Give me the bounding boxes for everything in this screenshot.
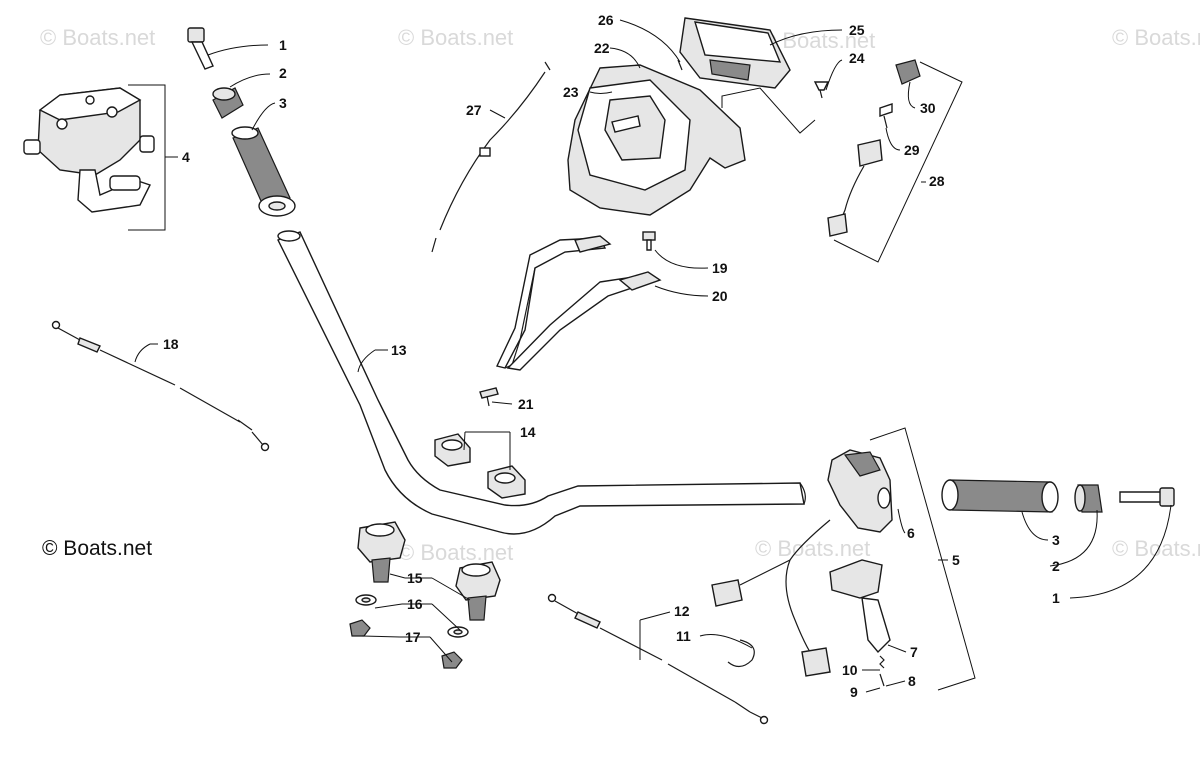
callout-20: 20 <box>712 288 728 304</box>
riser-washer <box>355 594 469 638</box>
grip-left <box>231 126 296 217</box>
bracket-bolt <box>642 231 656 251</box>
callout-24: 24 <box>849 50 865 66</box>
callout-2-left: 2 <box>279 65 287 81</box>
callout-14: 14 <box>520 424 536 440</box>
callout-2-right: 2 <box>1052 558 1060 574</box>
switch-housing <box>711 449 893 677</box>
callout-27: 27 <box>466 102 482 118</box>
callout-3-right: 3 <box>1052 532 1060 548</box>
callout-16: 16 <box>407 596 423 612</box>
throttle-cable <box>51 320 270 452</box>
handlebar-clamp-top <box>434 433 526 499</box>
handlebar <box>277 230 806 535</box>
callout-10: 10 <box>842 662 858 678</box>
cable-clip <box>727 639 755 668</box>
callout-25: 25 <box>849 22 865 38</box>
callout-11: 11 <box>676 628 691 644</box>
headlight-pod <box>567 64 746 216</box>
callout-5: 5 <box>952 552 960 568</box>
callout-17: 17 <box>405 629 421 645</box>
callout-6: 6 <box>907 525 915 541</box>
bracket-screw <box>479 387 499 407</box>
callout-1-right: 1 <box>1052 590 1060 606</box>
callout-19: 19 <box>712 260 728 276</box>
callout-3-left: 3 <box>279 95 287 111</box>
throttle-housing <box>23 87 155 213</box>
bar-end-weight-right <box>1074 484 1103 513</box>
bar-end-bolt-right <box>1119 487 1175 507</box>
watermark: © Boats.net <box>398 540 513 565</box>
watermark: © Boats.net <box>1112 25 1200 50</box>
callout-21: 21 <box>518 396 534 412</box>
callout-7: 7 <box>910 644 918 660</box>
callout-4: 4 <box>182 149 190 165</box>
brake-lever <box>829 559 891 654</box>
headlight-bracket <box>496 235 662 371</box>
handlebar-riser <box>357 521 501 621</box>
watermark: © Boats.net <box>40 25 155 50</box>
ignition-switch <box>827 59 921 237</box>
gauge-screw <box>813 81 830 99</box>
grip-right <box>941 479 1059 513</box>
callout-28: 28 <box>929 173 945 189</box>
callout-26: 26 <box>598 12 614 28</box>
callout-29: 29 <box>904 142 920 158</box>
leader-lines <box>134 19 1172 693</box>
watermark: © Boats.net <box>755 536 870 561</box>
bar-end-weight-left <box>212 87 244 119</box>
callout-8: 8 <box>908 673 916 689</box>
callouts: 1 2 3 4 1 2 3 5 6 7 8 9 10 11 12 13 14 1… <box>163 12 1060 700</box>
speedometer-cable <box>431 61 551 253</box>
callout-13: 13 <box>391 342 407 358</box>
watermark: © Boats.net <box>398 25 513 50</box>
callout-22: 22 <box>594 40 610 56</box>
callout-23: 23 <box>563 84 579 100</box>
callout-18: 18 <box>163 336 179 352</box>
callout-1-left: 1 <box>279 37 287 53</box>
copyright-label: © Boats.net <box>42 537 153 560</box>
brake-cable <box>547 593 769 725</box>
callout-12: 12 <box>674 603 690 619</box>
callout-15: 15 <box>407 570 423 586</box>
callout-9: 9 <box>850 684 858 700</box>
bar-end-bolt-left <box>187 27 214 70</box>
watermark: © Boats.net <box>1112 536 1200 561</box>
riser-nut <box>349 619 463 669</box>
gauge-assembly <box>679 17 791 89</box>
callout-30: 30 <box>920 100 936 116</box>
